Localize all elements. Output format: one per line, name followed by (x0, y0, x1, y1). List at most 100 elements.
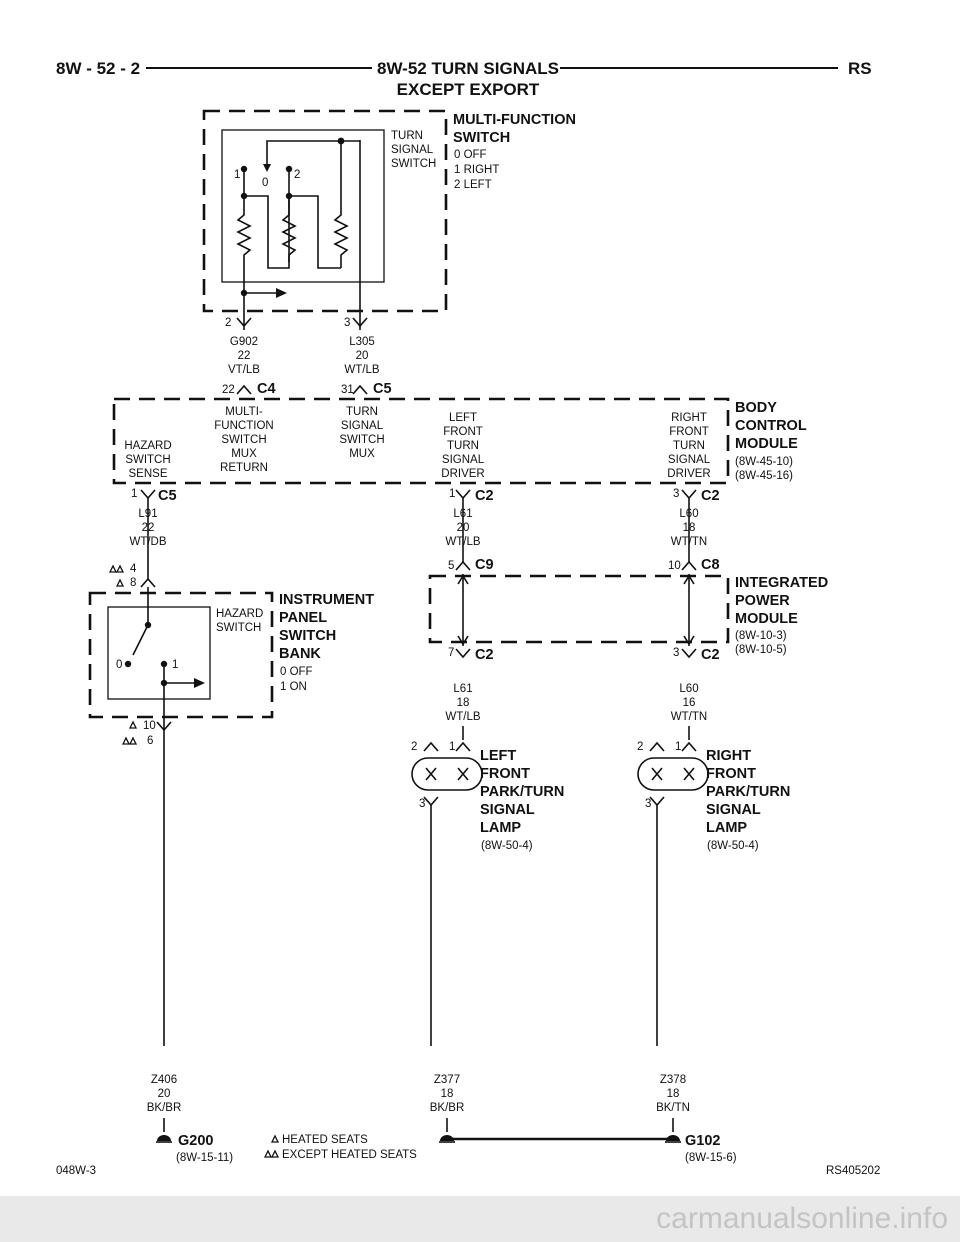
mfs-position-1: 1 RIGHT (454, 164, 499, 176)
ipm-right-arrow-up (683, 574, 695, 585)
bcm-bottom-c5: C5 (158, 488, 177, 504)
ipsb-position-0: 0 OFF (280, 666, 313, 678)
ipm-c2b-symbol (681, 648, 697, 659)
mfs-resistor-2 (281, 196, 297, 262)
wire-z406-gauge: 20 (158, 1088, 171, 1100)
bcm-hz-label-1: HAZARD (124, 440, 171, 452)
bcm-ref-2: (8W-45-16) (735, 470, 793, 482)
multi-function-switch-title-1: MULTI-FUNCTION (453, 112, 576, 128)
wire-z406-color: BK/BR (147, 1102, 182, 1114)
rf-lamp-pin-2-symbol (649, 741, 665, 752)
rf-lamp-filament-2-icon (683, 767, 695, 781)
bcm-bottom-c2b-pin: 3 (673, 488, 679, 500)
ipm-ref-2: (8W-10-5) (735, 644, 787, 656)
g102-ground-icon (665, 1135, 681, 1143)
model-code: RS (848, 59, 872, 78)
bcm-ts-label-1: TURN (346, 406, 378, 418)
page-subtitle: EXCEPT EXPORT (397, 80, 540, 99)
mfs-pin-2-symbol (236, 317, 252, 328)
multi-function-switch-title-2: SWITCH (453, 130, 510, 146)
integrated-power-module-box (428, 574, 730, 644)
lf-lamp-pin-2: 2 (411, 741, 417, 753)
legend-heated-seats: HEATED SEATS (282, 1134, 368, 1146)
mfs-pin-3: 3 (344, 317, 350, 329)
ipm-left-arrow-down (457, 635, 469, 646)
rf-lamp-title-4: SIGNAL (706, 802, 761, 818)
bcm-lf-label-4: SIGNAL (442, 454, 485, 466)
hazard-switch-label-2: SWITCH (216, 622, 261, 634)
ipm-title-1: INTEGRATED (735, 575, 828, 591)
bcm-rf-label-4: SIGNAL (668, 454, 711, 466)
bcm-rf-label-2: FRONT (669, 426, 709, 438)
bcm-lf-label-2: FRONT (443, 426, 483, 438)
bcm-ts-label-2: SIGNAL (341, 420, 384, 432)
bcm-rf-label-1: RIGHT (671, 412, 707, 424)
hazard-pos-1: 1 (172, 659, 178, 671)
hazard-switch-body (107, 606, 211, 700)
mfs-pin-2: 2 (225, 317, 231, 329)
bcm-lf-label-3: TURN (447, 440, 479, 452)
mfs-pos-1-label: 1 (234, 169, 240, 181)
rf-lamp-title-1: RIGHT (706, 748, 751, 764)
bcm-c4-symbol (236, 384, 252, 395)
ipsb-bottom-pin-ehs: 6 (147, 735, 153, 747)
ipsb-title-4: BANK (279, 646, 321, 662)
bcm-hazard-sense-label: HAZARD SWITCH SENSE (124, 440, 171, 480)
bcm-mf-label-4: MUX (231, 448, 257, 460)
ipm-left-arrow-up (457, 574, 469, 585)
bcm-bottom-c2b: C2 (701, 488, 720, 504)
mfs-loop-b (289, 195, 341, 269)
ipm-c9-pin: 5 (448, 560, 454, 572)
instrument-panel-switch-bank-box (88, 591, 274, 719)
lf-lamp-ref: (8W-50-4) (481, 840, 533, 852)
turn-signal-switch-label-3: SWITCH (391, 158, 436, 170)
wire-z378-gauge: 18 (667, 1088, 680, 1100)
turn-signal-switch-label-2: SIGNAL (391, 144, 434, 156)
legend-except-heated-seats: EXCEPT HEATED SEATS (282, 1149, 417, 1161)
ipm-right-arrow-down (683, 635, 695, 646)
lf-lamp-title-5: LAMP (480, 820, 521, 836)
ipsb-top-pin-ehs: 8 (130, 577, 136, 589)
bcm-c5-pin: 31 (341, 384, 354, 396)
watermark-text: carmanualsonline.info (656, 1202, 948, 1235)
wire-l305-code: L305 (349, 336, 375, 348)
hazard-switch-blade (132, 624, 149, 656)
mfs-pin-3-symbol (352, 317, 368, 328)
bcm-lf-label-5: DRIVER (441, 468, 484, 480)
ground-g102: G102 (685, 1133, 720, 1149)
multi-function-switch-box (202, 109, 448, 313)
wire-g902-code: G902 (230, 336, 258, 348)
page-ref: 8W - 52 - 2 (56, 59, 140, 78)
ground-g200-ref: (8W-15-11) (176, 1152, 233, 1164)
rf-lamp-ref: (8W-50-4) (707, 840, 759, 852)
bcm-bottom-c2b-symbol (681, 489, 697, 500)
mfs-loop-a (244, 195, 290, 269)
ipm-c2b-connector: C2 (701, 647, 720, 663)
wire-g902-gauge: 22 (238, 350, 251, 362)
rf-lamp-title-3: PARK/TURN (706, 784, 790, 800)
mfs-wiper-arrow (263, 164, 271, 172)
ipsb-title-1: INSTRUMENT (279, 592, 374, 608)
bcm-c4-connector: C4 (257, 381, 276, 397)
bcm-mf-label-5: RETURN (220, 462, 268, 474)
legend-heated-marker (270, 1134, 280, 1143)
lf-lamp-pin-3: 3 (419, 798, 425, 810)
rf-lamp-title-2: FRONT (706, 766, 756, 782)
wire-z406-code: Z406 (151, 1074, 177, 1086)
bcm-rf-label-5: DRIVER (667, 468, 710, 480)
watermark-bar: carmanualsonline.info (0, 1196, 960, 1242)
ipm-c2b-pin: 3 (673, 647, 679, 659)
turn-signal-switch-label-1: TURN (391, 130, 423, 142)
ipsb-top-ehs-marker (115, 578, 125, 587)
bcm-bottom-c2a: C2 (475, 488, 494, 504)
bcm-title-2: CONTROL (735, 418, 807, 434)
bcm-ts-label-3: SWITCH (339, 434, 384, 446)
ipsb-title-3: SWITCH (279, 628, 336, 644)
rf-lamp-pin-3: 3 (645, 798, 651, 810)
hazard-ground-arrowhead (194, 678, 205, 688)
ground-g200: G200 (178, 1133, 213, 1149)
ipm-c2a-pin: 7 (448, 647, 454, 659)
bcm-title-3: MODULE (735, 436, 798, 452)
footer-left-code: 048W-3 (56, 1165, 96, 1177)
wire-z378-code: Z378 (660, 1074, 686, 1086)
